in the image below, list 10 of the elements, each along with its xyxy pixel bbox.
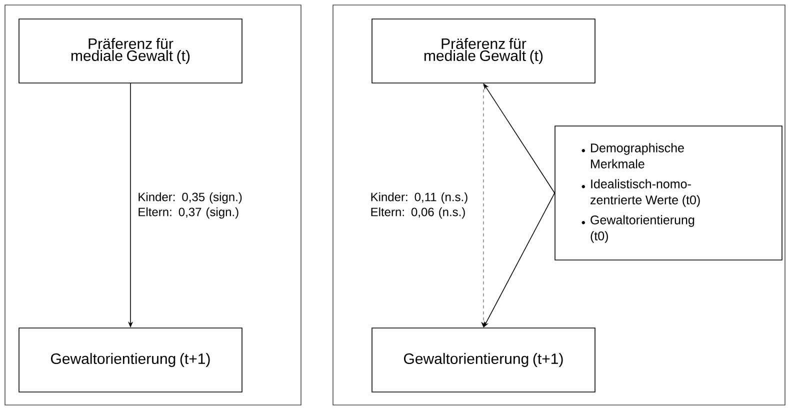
bullet-list-box: Demographische Merkmale Idealistisch-nomo-zentrierte Werte (t0) Gewaltorientierung (t0) — [554, 126, 782, 260]
edge-label: Kinder: 0,11 (n.s.) Eltern: 0,06 (n.s.) — [371, 192, 468, 219]
panel-frame — [332, 4, 786, 406]
text-box: Gewaltorientierung (t+1) — [18, 328, 242, 392]
edge-label: Kinder: 0,35 (sign.) Eltern: 0,37 (sign.) — [138, 192, 242, 219]
arrow — [481, 83, 486, 328]
text-box: Präferenz für mediale Gewalt (t) — [18, 18, 242, 84]
text-box: Gewaltorientierung (t+1) — [372, 328, 596, 392]
panel-frame — [4, 4, 302, 406]
text-box: Präferenz für mediale Gewalt (t) — [372, 18, 596, 84]
